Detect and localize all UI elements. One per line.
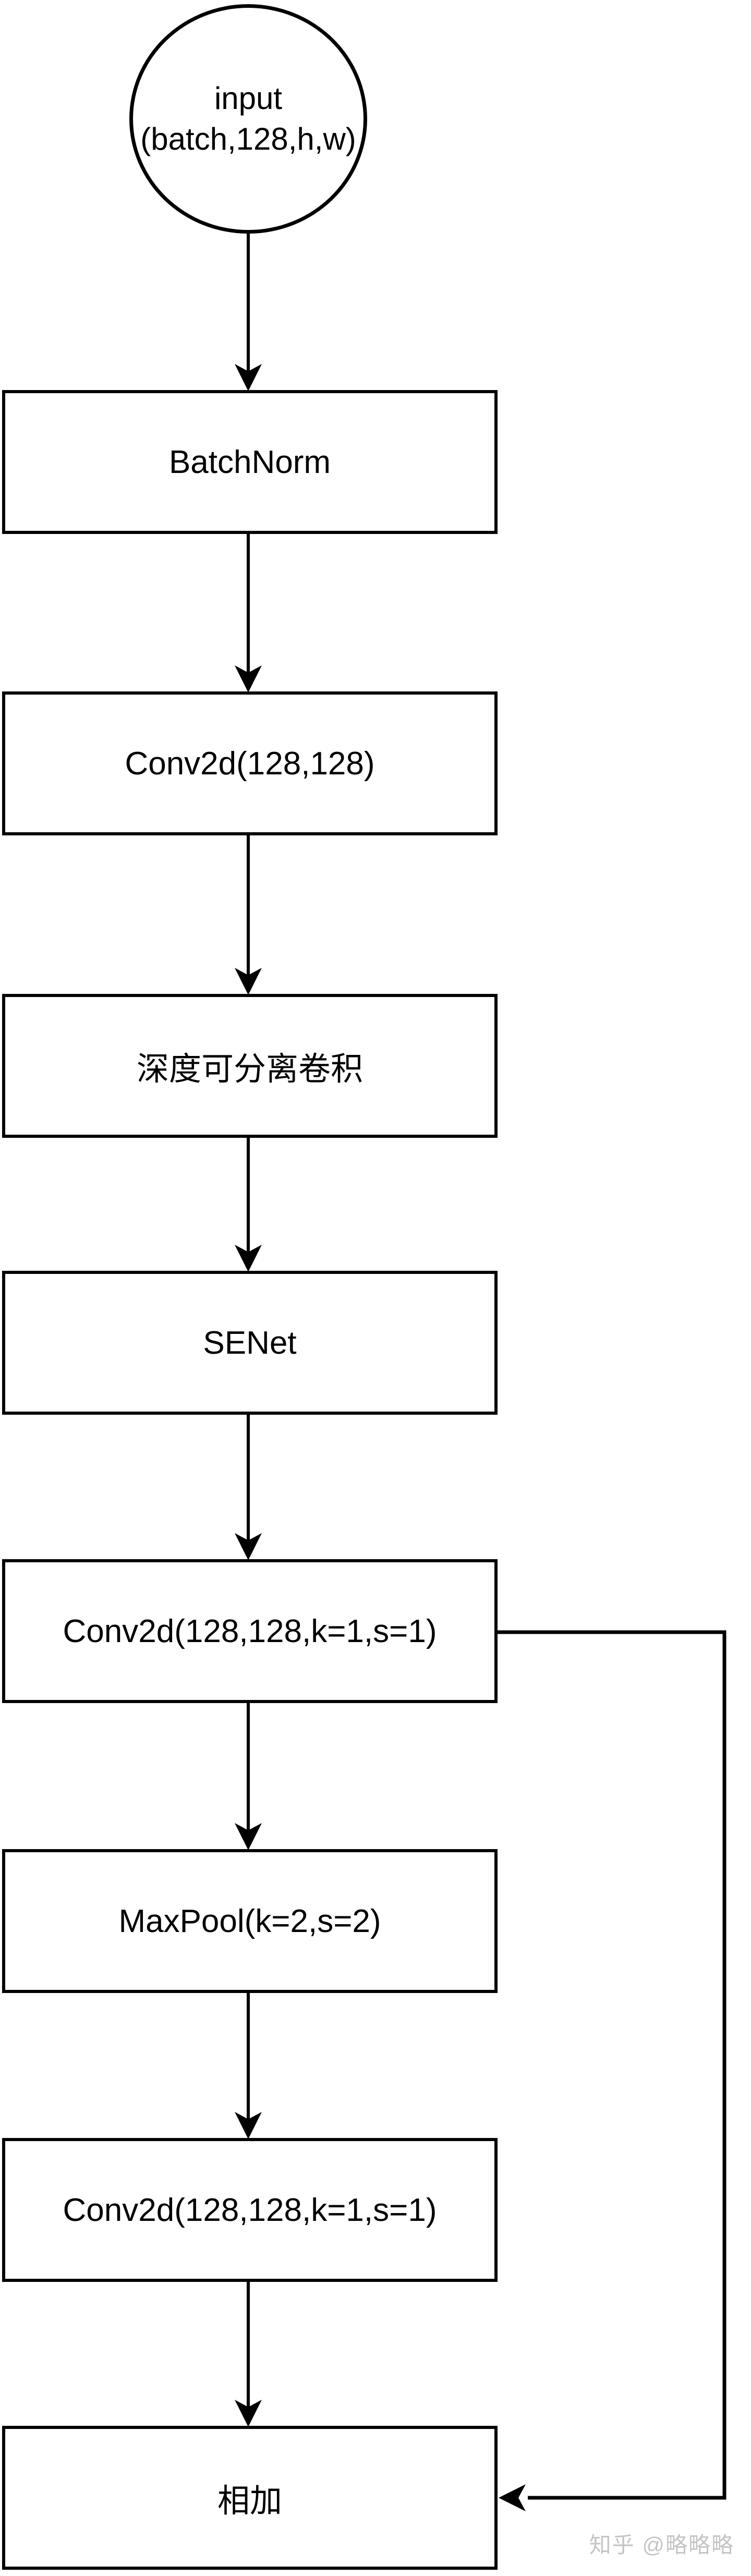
node-senet-label: SENet — [203, 1325, 297, 1361]
arrowhead-maxpool — [235, 1823, 262, 1850]
node-conv2d-128-128-label: Conv2d(128,128) — [125, 745, 375, 782]
node-input-line1: input — [214, 81, 283, 116]
arrowhead-dwconv — [235, 968, 262, 995]
node-conv2d-1x1-a: Conv2d(128,128,k=1,s=1) — [2, 1559, 498, 1703]
arrowhead-senet — [235, 1245, 262, 1272]
skip-branch-path — [498, 1630, 726, 2500]
skip-branch — [498, 1630, 726, 2500]
zhihu-watermark: 知乎 @略略略 — [589, 2533, 734, 2557]
arrowhead-conv2d — [235, 665, 262, 692]
arrowhead-conv1x1b — [235, 2112, 262, 2139]
node-add-label: 相加 — [217, 2483, 282, 2519]
arrowhead-conv1x1a — [235, 1533, 262, 1560]
node-batchnorm: BatchNorm — [2, 390, 498, 534]
node-depthwise-separable-conv: 深度可分离卷积 — [2, 994, 498, 1138]
node-maxpool: MaxPool(k=2,s=2) — [2, 1849, 498, 1993]
node-conv2d-1x1-b: Conv2d(128,128,k=1,s=1) — [2, 2138, 498, 2282]
node-add: 相加 — [2, 2426, 498, 2570]
node-depthwise-separable-conv-label: 深度可分离卷积 — [136, 1051, 363, 1087]
arrowhead-add-top — [235, 2400, 262, 2427]
node-conv2d-128-128: Conv2d(128,128) — [2, 691, 498, 835]
arrowhead-batchnorm — [235, 364, 262, 391]
node-batchnorm-label: BatchNorm — [168, 444, 331, 480]
arrowhead-add-right — [499, 2484, 526, 2511]
node-conv2d-1x1-a-label: Conv2d(128,128,k=1,s=1) — [63, 1613, 437, 1649]
node-input: input (batch,128,h,w) — [129, 4, 367, 234]
node-conv2d-1x1-b-label: Conv2d(128,128,k=1,s=1) — [63, 2192, 437, 2228]
node-maxpool-label: MaxPool(k=2,s=2) — [118, 1903, 381, 1939]
node-senet: SENet — [2, 1271, 498, 1415]
node-input-line2: (batch,128,h,w) — [140, 121, 356, 156]
